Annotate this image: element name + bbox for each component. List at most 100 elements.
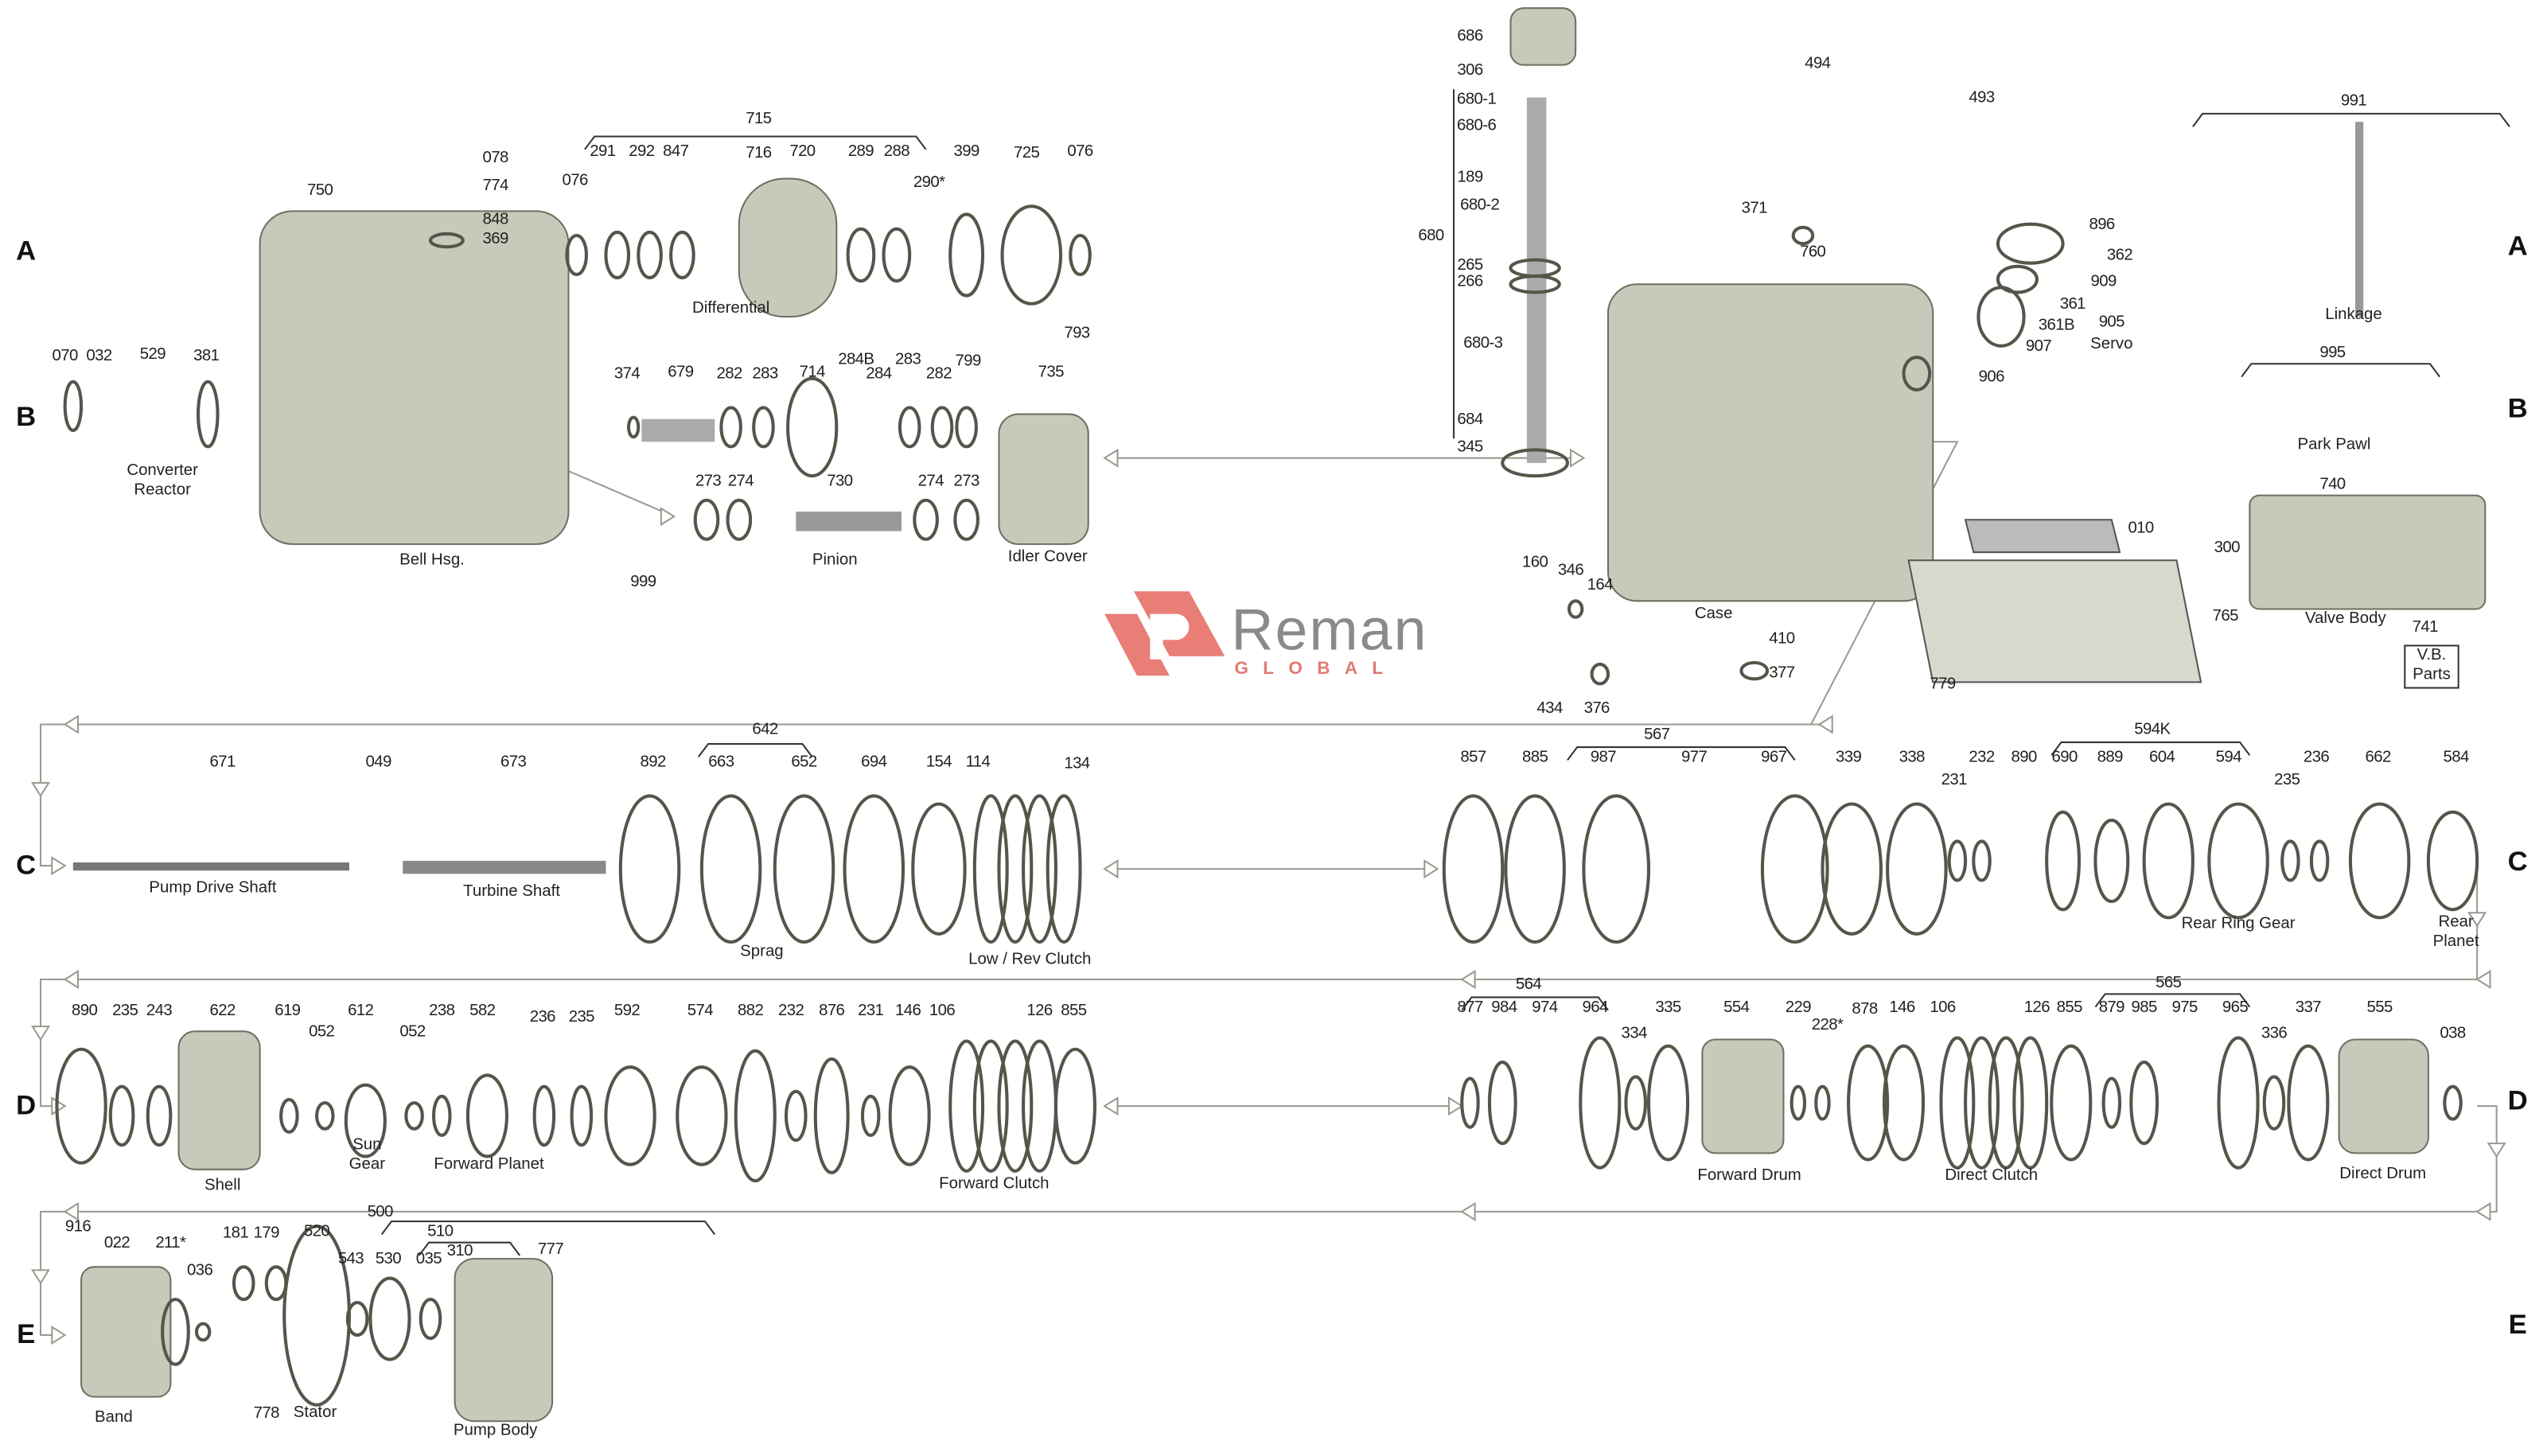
part-callout: 346 bbox=[1557, 562, 1584, 580]
ring-part bbox=[1739, 660, 1770, 681]
flow-arrow-icon bbox=[51, 856, 67, 876]
vb-parts-line1: V.B. bbox=[2417, 646, 2447, 664]
ring-part bbox=[63, 380, 84, 433]
ring-part bbox=[1460, 1076, 1480, 1129]
part-callout: 274 bbox=[727, 473, 754, 491]
part-name-label: Idler Cover bbox=[1007, 547, 1088, 566]
part-name-label: Turbine Shaft bbox=[463, 882, 560, 901]
part-name-label: Sprag bbox=[740, 943, 784, 961]
vb-parts-box: V.B. Parts bbox=[2404, 644, 2459, 689]
part-callout: 876 bbox=[819, 1002, 845, 1020]
part-callout: 554 bbox=[1723, 999, 1750, 1017]
part-callout: 680-6 bbox=[1457, 116, 1497, 135]
ring-part bbox=[532, 1084, 556, 1147]
ring-part bbox=[637, 230, 663, 280]
group-bracket bbox=[697, 742, 813, 757]
reman-global-logo: Reman GLOBAL bbox=[1104, 588, 1462, 685]
part-callout: 337 bbox=[2295, 999, 2322, 1017]
flow-arrow-icon bbox=[2487, 1143, 2506, 1158]
ring-part bbox=[1022, 794, 1057, 944]
part-callout: 879 bbox=[2098, 999, 2125, 1017]
part-callout: 567 bbox=[1644, 726, 1670, 744]
ring-part bbox=[752, 406, 775, 449]
part-callout: 362 bbox=[2106, 247, 2133, 265]
ring-part bbox=[264, 1265, 288, 1302]
ring-part bbox=[898, 406, 921, 449]
ring-part bbox=[2348, 802, 2411, 920]
part-callout: 381 bbox=[193, 347, 220, 366]
row-marker-right: A bbox=[2507, 230, 2528, 262]
part-name-label: Converter bbox=[127, 461, 198, 481]
ring-part bbox=[1487, 1061, 1517, 1146]
part-callout: 361B bbox=[2038, 317, 2075, 335]
part-name-label: Valve Body bbox=[2304, 609, 2386, 629]
flow-arrow-icon bbox=[63, 1201, 80, 1221]
part-callout: 741 bbox=[2412, 618, 2439, 637]
ring-part bbox=[345, 1301, 369, 1337]
ring-part bbox=[55, 1047, 107, 1165]
part-callout: 232 bbox=[778, 1002, 804, 1020]
ring-part bbox=[1046, 794, 1082, 944]
row-marker-right: D bbox=[2507, 1084, 2528, 1116]
part-callout: 035 bbox=[415, 1250, 442, 1269]
part-callout: 371 bbox=[1741, 200, 1768, 218]
shaft bbox=[641, 419, 715, 442]
part-callout: 126 bbox=[1026, 1002, 1053, 1020]
part-callout: 179 bbox=[253, 1224, 280, 1243]
part-callout: 076 bbox=[1067, 142, 1093, 162]
part-callout: 999 bbox=[630, 573, 656, 592]
ring-part bbox=[997, 1039, 1034, 1173]
part-callout: 987 bbox=[1590, 749, 1617, 767]
ring-part bbox=[1760, 794, 1829, 944]
part-callout: 052 bbox=[309, 1023, 335, 1041]
ring-part bbox=[1579, 1036, 1622, 1170]
part-callout: 236 bbox=[2303, 749, 2330, 767]
turbine-shaft bbox=[403, 860, 606, 874]
ring-part bbox=[604, 1065, 656, 1166]
ring-part bbox=[693, 498, 720, 541]
part-callout: 266 bbox=[1457, 272, 1483, 291]
part-callout: 289 bbox=[847, 142, 874, 162]
pump-drive-shaft bbox=[72, 862, 349, 871]
differential bbox=[738, 177, 838, 318]
part-callout: 847 bbox=[663, 142, 689, 162]
part-callout: 300 bbox=[2214, 539, 2241, 558]
ring-part bbox=[2045, 810, 2082, 912]
part-callout: 235 bbox=[112, 1002, 138, 1020]
row-marker-left: D bbox=[16, 1089, 37, 1121]
part-callout: 282 bbox=[716, 365, 742, 383]
ring-part bbox=[955, 406, 978, 449]
part-callout: 584 bbox=[2443, 749, 2469, 767]
part-callout: 510 bbox=[427, 1223, 454, 1241]
ring-part bbox=[194, 1322, 212, 1342]
ring-part bbox=[1947, 839, 1968, 882]
ring-part bbox=[419, 1298, 442, 1341]
part-callout: 720 bbox=[789, 142, 816, 162]
ring-part bbox=[565, 233, 588, 277]
part-callout: 857 bbox=[1460, 749, 1486, 767]
flow-line bbox=[568, 470, 675, 518]
part-callout: 493 bbox=[1969, 89, 1995, 107]
ring-part bbox=[570, 1084, 594, 1147]
ring-part bbox=[1509, 274, 1561, 294]
part-callout: 555 bbox=[2366, 999, 2393, 1017]
part-callout: 663 bbox=[708, 753, 734, 772]
ring-part bbox=[2217, 1036, 2260, 1170]
part-callout: 604 bbox=[2148, 749, 2175, 767]
ring-part bbox=[368, 1276, 411, 1361]
group-bracket bbox=[2050, 741, 2251, 756]
part-callout: 582 bbox=[469, 1002, 496, 1020]
ring-part bbox=[1069, 233, 1092, 277]
ring-part bbox=[2262, 1075, 2286, 1131]
part-callout: 032 bbox=[86, 347, 112, 366]
flow-line bbox=[40, 1105, 2498, 1337]
ring-part bbox=[1590, 662, 1610, 686]
ring-part bbox=[2309, 839, 2330, 882]
ring-part bbox=[465, 1073, 508, 1158]
part-callout: 907 bbox=[2025, 337, 2052, 356]
flow-line bbox=[1810, 441, 1959, 725]
servo-cover bbox=[1509, 7, 1577, 66]
ring-part bbox=[1000, 204, 1063, 306]
flow-arrow-icon bbox=[1460, 969, 1476, 990]
